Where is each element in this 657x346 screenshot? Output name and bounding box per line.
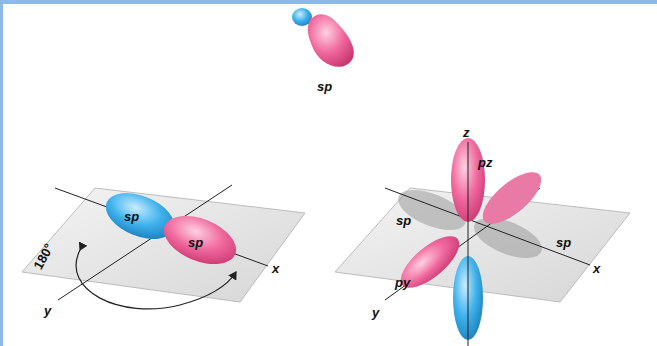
frame-strip (0, 0, 657, 4)
orbital-caption: sp (317, 80, 332, 93)
sp-orbital (292, 8, 354, 67)
axis-label: y (44, 304, 51, 317)
axis-label: y (372, 306, 379, 319)
frame-strip (0, 0, 3, 346)
axis-label: x (593, 262, 600, 275)
orbital-label: pz (478, 156, 492, 169)
orbital-label: py (395, 276, 410, 289)
axis-label: x (272, 262, 279, 275)
right-plane (335, 138, 630, 346)
orbital-label: sp (556, 236, 571, 249)
orbital-label: sp (124, 210, 139, 223)
orbital-label: sp (396, 214, 411, 227)
orbital-label: sp (188, 236, 203, 249)
left-plane (22, 184, 305, 309)
axis-label: z (463, 126, 470, 139)
